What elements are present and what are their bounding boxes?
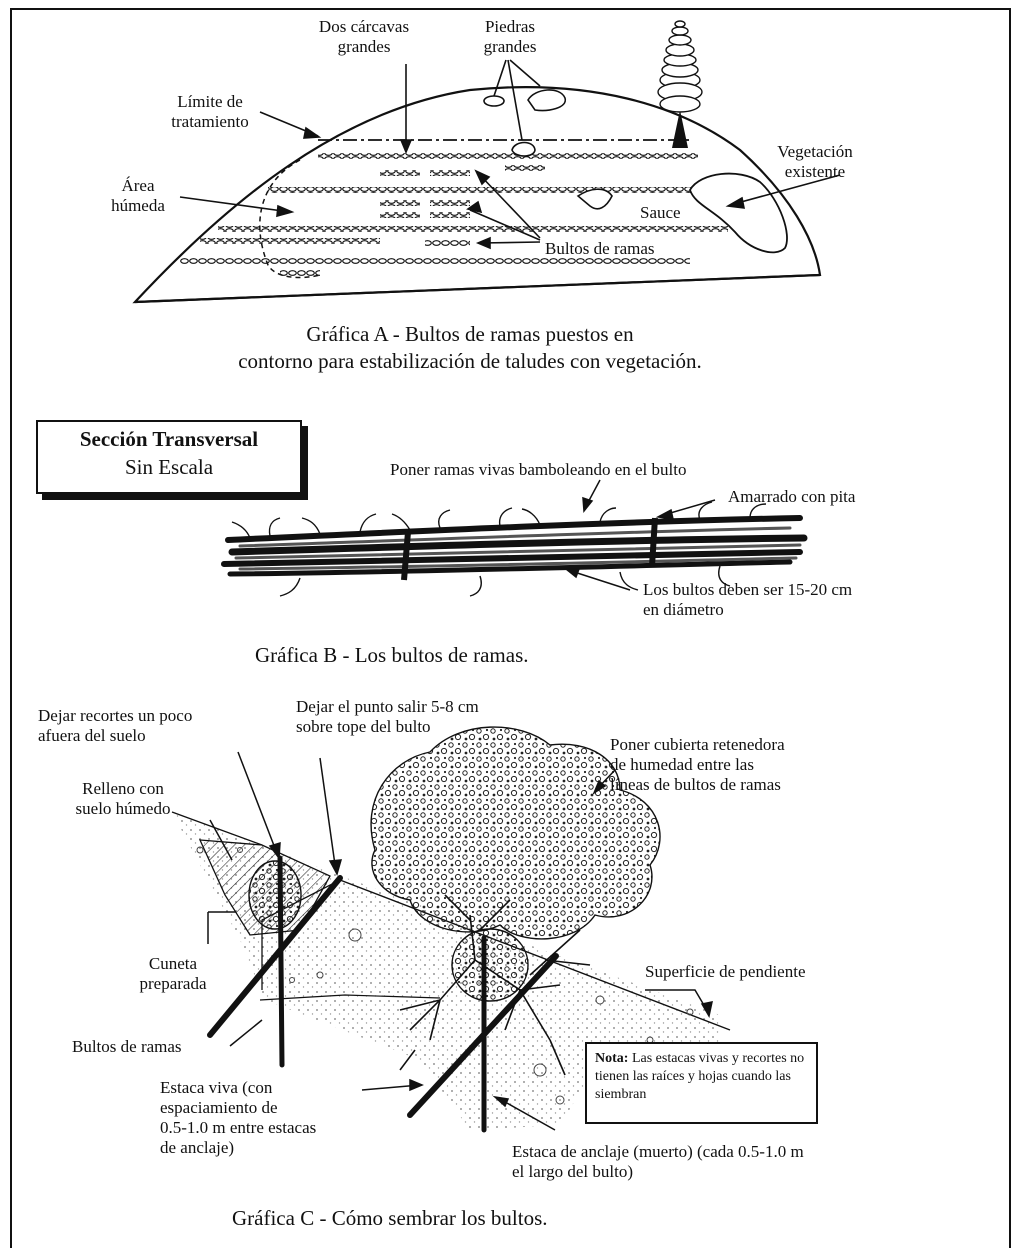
graph-c-drawing [171,726,731,1133]
note-label: Nota: [595,1051,629,1066]
graph-c-arrows [207,751,713,1131]
stone-2 [527,89,566,112]
graph-a-drawing [132,20,841,304]
section-subtitle: Sin Escala [124,455,214,479]
wet-area-outline [259,159,321,279]
slope-surface-line [339,879,731,1031]
branch-bundle [221,515,808,577]
pebbles [196,846,694,1105]
dead-stake-left [277,855,285,1068]
note-text: Las estacas vivas y recortes no tienen l… [595,1051,805,1102]
page-frame [10,8,1011,1248]
label-slope-surface: Superficie de pendiente [645,962,806,981]
existing-vegetation [689,172,788,254]
stone-3 [511,141,536,157]
label-dead-stake: Estaca de anclaje (muerto) (cada 0.5-1.0… [512,1142,804,1181]
bundle-left [248,860,302,930]
label-willow: Sauce [640,203,681,222]
graph-b-arrows [563,479,716,591]
label-branch-bundles-a: Bultos de ramas [545,239,655,258]
stakes [207,855,559,1133]
caption-graph-b: Gráfica B - Los bultos de ramas. [255,643,529,667]
bundle-right [451,928,529,1002]
section-title: Sección Transversal [79,427,259,451]
label-live-branches: Poner ramas vivas bamboleando en el bult… [390,460,687,479]
caption-graph-c: Gráfica C - Cómo sembrar los bultos. [232,1206,548,1230]
graph-b-drawing [221,479,808,597]
mulch-foliage [370,726,661,940]
note-box: Nota: Las estacas vivas y recortes no ti… [585,1042,818,1124]
stone-1 [483,95,505,107]
tree-icon [657,20,703,148]
label-branch-bundles-c: Bultos de ramas [72,1037,182,1056]
section-title-box: Sección Transversal Sin Escala [36,420,302,494]
graph-a-arrows [179,59,841,250]
label-tied: Amarrado con pita [728,487,856,506]
bundle-rows [180,153,728,276]
live-stake-left [207,875,343,1038]
twigs [231,501,767,597]
live-stake-right [407,953,559,1118]
